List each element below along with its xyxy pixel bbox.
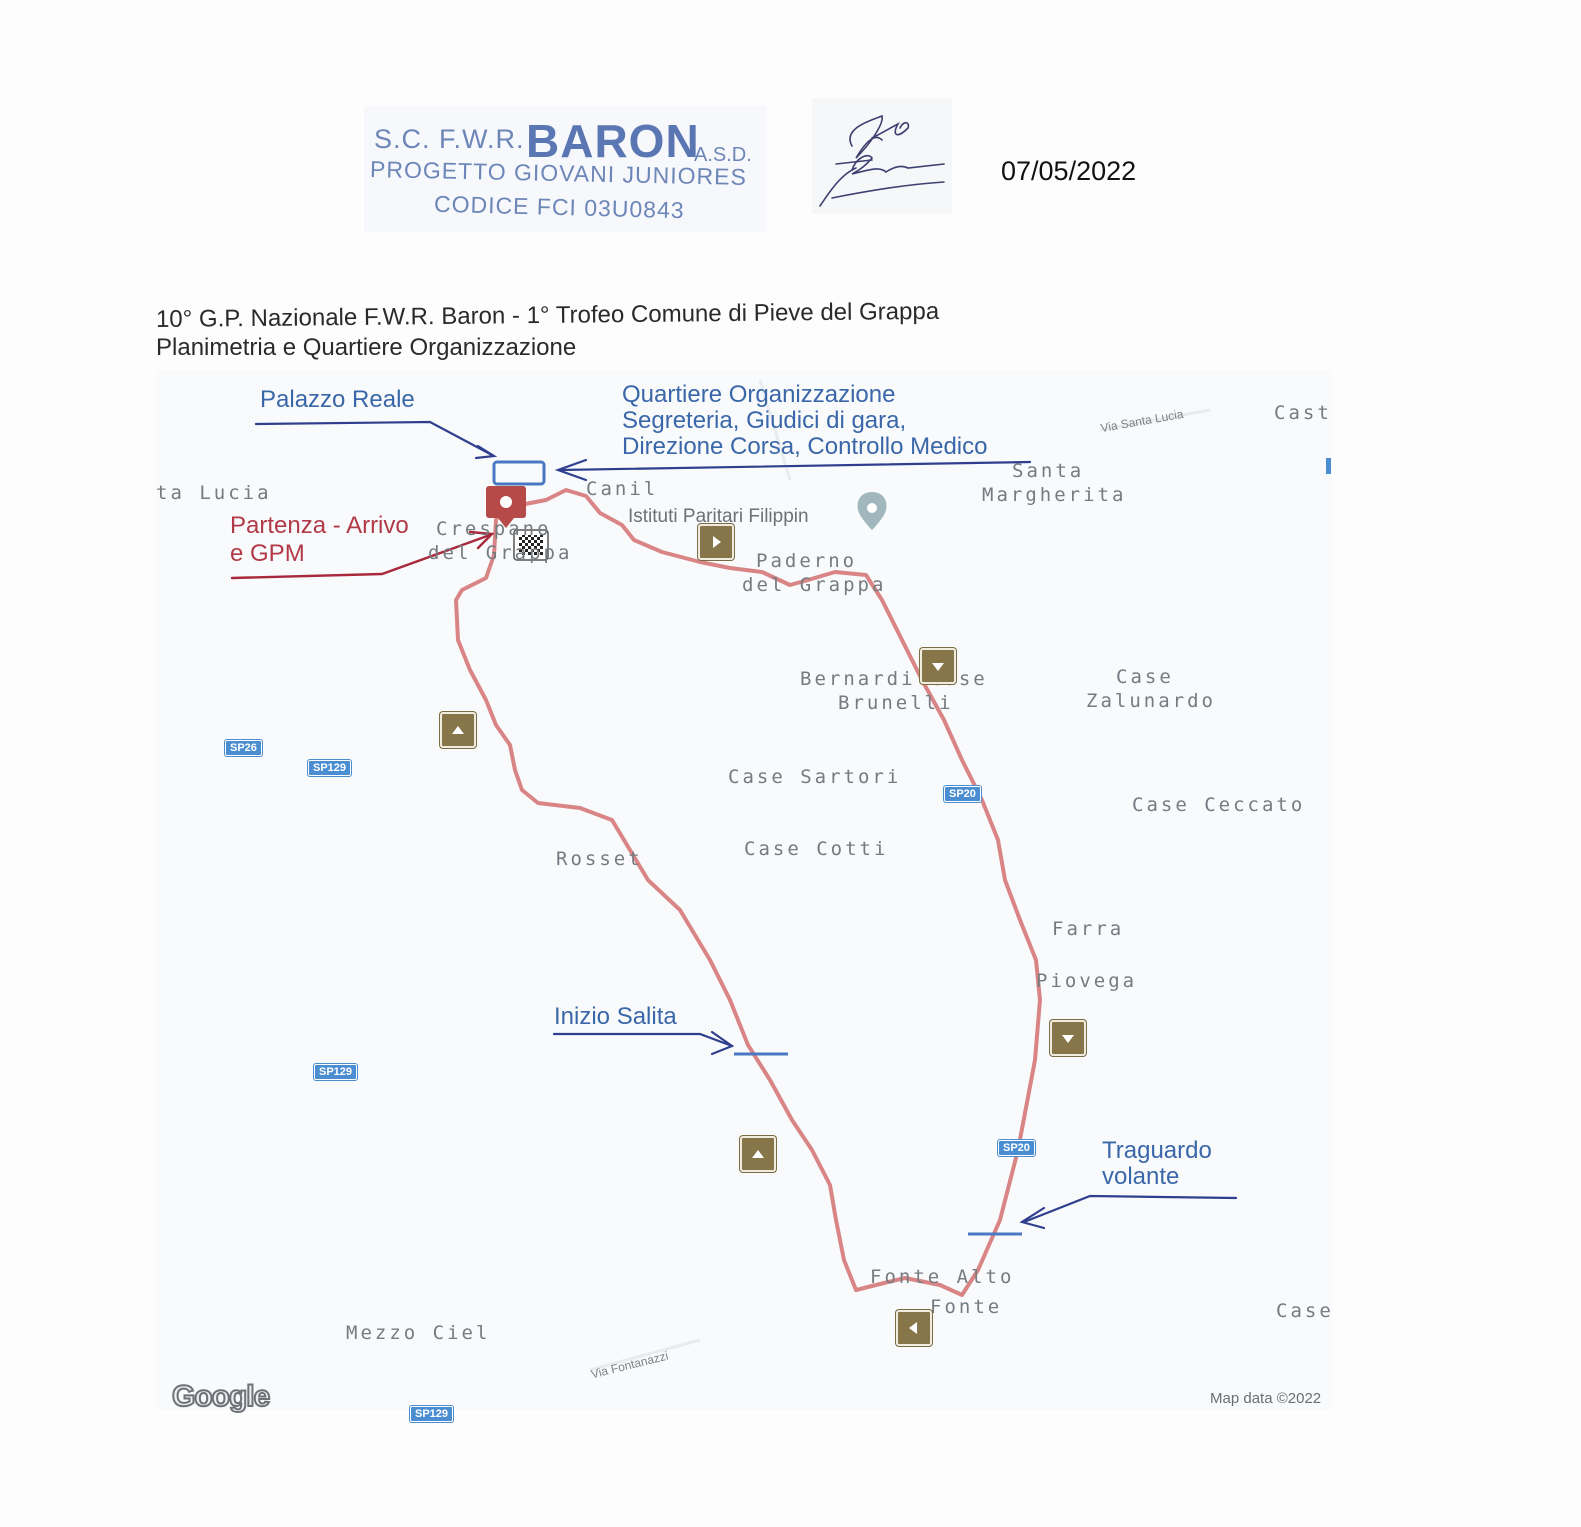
place-paderno-2: del Grappa (742, 574, 887, 596)
title-line-2: Planimetria e Quartiere Organizzazione (156, 334, 577, 361)
place-case-zalunardo-2: Zalunardo (1086, 690, 1216, 712)
palazzo-reale-box (492, 460, 546, 486)
race-route (454, 488, 1042, 1297)
document-date: 07/05/2022 (1001, 156, 1137, 186)
place-cast: Cast (1274, 402, 1332, 424)
label-traguardo-1: Traguardo (1102, 1137, 1212, 1164)
minor-road (1099, 408, 1211, 432)
place-case-sartori: Case Sartori (728, 766, 902, 788)
place-crespano-1: Crespano (436, 518, 552, 540)
place-case-zalunardo-1: Case (1116, 666, 1174, 688)
place-case-ceccato: Case Ceccato (1132, 794, 1306, 816)
arrow-down-icon (1050, 1020, 1086, 1056)
stamp-prefix: S.C. F.W.R. (374, 124, 525, 154)
arrow-up-icon (740, 1136, 776, 1172)
shield-sp26: SP26 (225, 740, 262, 756)
label-partenza-1: Partenza - Arrivo (230, 512, 409, 539)
google-logo: Google (171, 1379, 271, 1414)
place-santa-lucia: ta Lucia (156, 482, 272, 504)
place-rosset: Rosset (556, 848, 643, 870)
traguardo-arrow (1019, 1194, 1238, 1230)
shield-sp129: SP129 (314, 1064, 358, 1080)
poi-istituti-paritari: Istituti Paritari Filippin (628, 506, 809, 527)
school-pin-icon (857, 492, 887, 530)
place-fonte-alto: Fonte Alto (870, 1266, 1015, 1288)
partenza-arrow (230, 530, 495, 580)
place-bernardi: Bernardi Case (800, 668, 988, 690)
label-traguardo-2: volante (1102, 1163, 1180, 1190)
arrow-up-icon (440, 712, 476, 748)
arrow-down-icon (920, 648, 956, 684)
start-pin-icon (486, 486, 526, 528)
finish-flag-icon (513, 529, 549, 561)
place-brunelli: Brunelli (838, 692, 954, 714)
place-fonte: Fonte (930, 1296, 1003, 1318)
place-case: Case (1276, 1300, 1334, 1322)
label-partenza-2: e GPM (230, 540, 305, 567)
inizio-salita-arrow (552, 1030, 735, 1056)
place-piovega: Piovega (1036, 970, 1138, 992)
arrow-right-icon (698, 524, 734, 560)
place-farra: Farra (1052, 918, 1125, 940)
handwritten-signature (812, 98, 952, 214)
place-santa-2: Margherita (982, 484, 1127, 506)
place-canil: Canil (586, 478, 659, 500)
place-crespano-2: del Grappa (428, 542, 573, 564)
shield-sp129: SP129 (308, 760, 352, 776)
shield-sp20: SP20 (944, 786, 981, 802)
place-case-cotti: Case Cotti (744, 838, 889, 860)
quartiere-arrow (554, 458, 1032, 482)
place-paderno-1: Paderno (756, 550, 858, 572)
shield-sp129: SP129 (410, 1406, 454, 1422)
edge-mark (1326, 458, 1331, 474)
shield-sp20: SP20 (998, 1140, 1035, 1156)
label-palazzo-reale: Palazzo Reale (260, 386, 415, 413)
club-stamp: S.C. F.W.R. BARON A.S.D. PROGETTO GIOVAN… (364, 106, 766, 232)
place-santa-1: Santa (1012, 460, 1085, 482)
label-quartiere-3: Direzione Corsa, Controllo Medico (622, 433, 988, 460)
map-attribution: Map data ©2022 (1210, 1390, 1322, 1407)
stamp-name: BARON (526, 115, 700, 167)
arrow-left-icon (896, 1310, 932, 1346)
place-mezzo-ciel: Mezzo Ciel (346, 1322, 491, 1344)
document-title: 10° G.P. Nazionale F.W.R. Baron - 1° Tro… (156, 298, 939, 362)
minor-road (589, 1338, 701, 1372)
minor-road (758, 379, 792, 481)
stamp-suffix: A.S.D. (694, 144, 752, 166)
palazzo-arrow (254, 420, 498, 460)
label-quartiere-2: Segreteria, Giudici di gara, (622, 407, 907, 434)
label-inizio-salita: Inizio Salita (554, 1003, 677, 1030)
route-map (156, 370, 1332, 1410)
label-quartiere-1: Quartiere Organizzazione (622, 381, 896, 408)
